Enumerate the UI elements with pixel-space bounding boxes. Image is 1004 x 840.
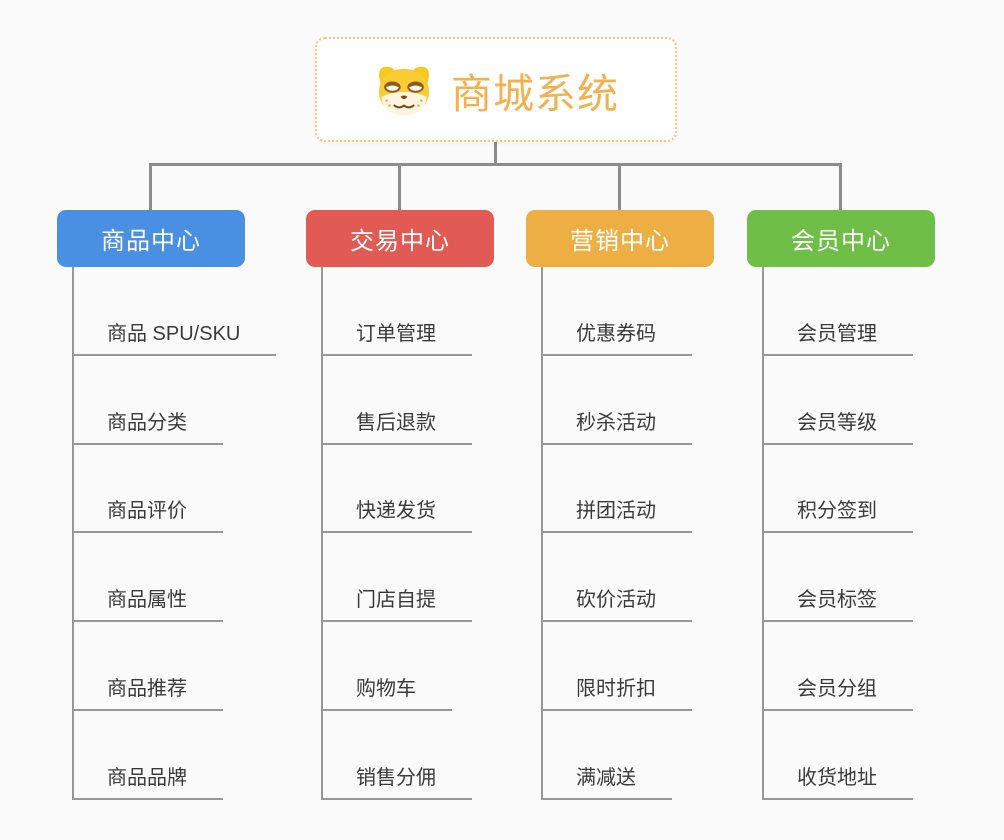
branch-node-product-center[interactable]: 商品中心: [57, 210, 245, 267]
branch-node-member-center[interactable]: 会员中心: [747, 210, 935, 267]
leaf-node[interactable]: 满减送: [543, 711, 672, 800]
leaf-node[interactable]: 积分签到: [764, 445, 913, 534]
leaf-node[interactable]: 商品品牌: [74, 711, 223, 800]
leaf-node[interactable]: 秒杀活动: [543, 356, 692, 445]
connector-root-stub: [494, 142, 497, 164]
leaf-node[interactable]: 购物车: [323, 622, 452, 712]
leaf-node[interactable]: 优惠券码: [543, 267, 692, 356]
connector-horizontal-rail: [149, 163, 842, 166]
branch-node-marketing-center[interactable]: 营销中心: [526, 210, 714, 267]
connector-drop-trade: [398, 163, 401, 210]
branch-children-trade-center: 订单管理 售后退款 快递发货 门店自提 购物车 销售分佣: [321, 267, 472, 800]
leaf-node[interactable]: 会员分组: [764, 622, 913, 712]
leaf-node[interactable]: 订单管理: [323, 267, 472, 356]
branch-node-trade-center[interactable]: 交易中心: [306, 210, 494, 267]
root-node-mall-system[interactable]: 商城系统: [315, 37, 677, 142]
leaf-node[interactable]: 限时折扣: [543, 622, 692, 712]
leaf-node[interactable]: 门店自提: [323, 533, 472, 623]
leaf-node[interactable]: 会员管理: [764, 267, 913, 356]
connector-drop-product: [149, 163, 152, 210]
leaf-node[interactable]: 商品分类: [74, 356, 223, 445]
leaf-node[interactable]: 会员标签: [764, 533, 913, 623]
root-title: 商城系统: [451, 70, 619, 117]
connector-drop-member: [839, 163, 842, 210]
leaf-node[interactable]: 砍价活动: [543, 533, 692, 623]
connector-drop-marketing: [618, 163, 621, 210]
leaf-node[interactable]: 商品 SPU/SKU: [74, 267, 277, 356]
leaf-node[interactable]: 拼团活动: [543, 445, 692, 534]
branch-children-product-center: 商品 SPU/SKU 商品分类 商品评价 商品属性 商品推荐 商品品牌: [72, 267, 277, 800]
leaf-node[interactable]: 销售分佣: [323, 711, 472, 800]
leaf-node[interactable]: 售后退款: [323, 356, 472, 445]
leaf-node[interactable]: 快递发货: [323, 445, 472, 534]
branch-children-member-center: 会员管理 会员等级 积分签到 会员标签 会员分组 收货地址: [762, 267, 913, 800]
leaf-node[interactable]: 商品推荐: [74, 622, 223, 712]
leaf-node[interactable]: 商品评价: [74, 445, 223, 534]
leaf-node[interactable]: 收货地址: [764, 711, 913, 800]
branch-children-marketing-center: 优惠券码 秒杀活动 拼团活动 砍价活动 限时折扣 满减送: [541, 267, 692, 800]
leaf-node[interactable]: 会员等级: [764, 356, 913, 445]
dog-face-icon: [373, 62, 435, 118]
leaf-node[interactable]: 商品属性: [74, 533, 223, 623]
